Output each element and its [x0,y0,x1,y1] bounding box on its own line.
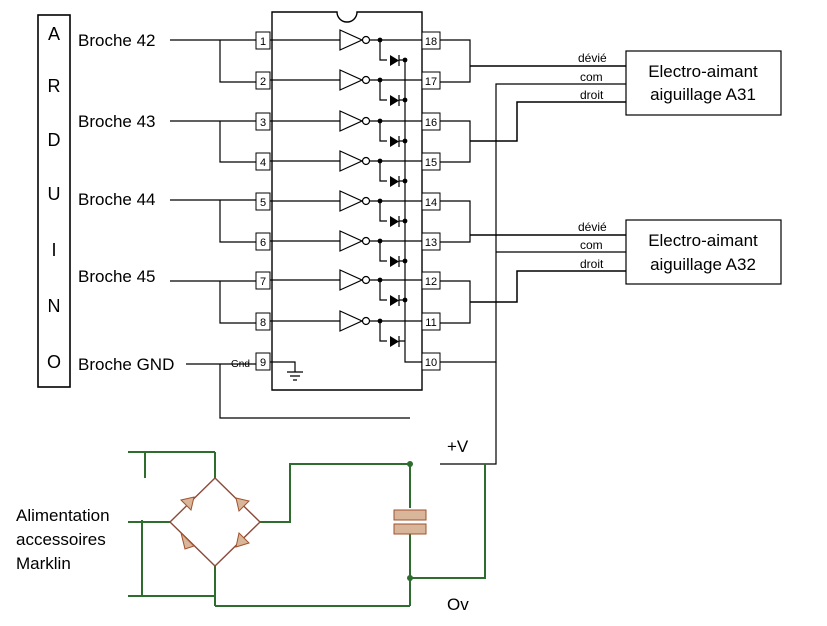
buffer-triangle-icon [339,29,364,51]
electro-aimant-line1: Electro-aimant [648,231,758,250]
electro-aimant-a31: Electro-aimant aiguillage A31 dévié com … [578,50,782,116]
arduino-box [37,14,71,388]
pin-10: 10 [425,357,437,369]
wire-droit-label: droit [580,257,604,271]
electro-aimant-line1: Electro-aimant [648,62,758,81]
broche-45-label: Broche 45 [78,267,156,286]
buffer-triangle-icon [339,190,364,212]
inverter-stage [270,69,422,106]
power-supply: Alimentation accessoires Marklin [16,437,486,614]
wire-com-label: com [580,238,603,252]
electro-aimant-a32: Electro-aimant aiguillage A32 dévié com … [578,219,782,285]
pin-11: 11 [425,317,436,329]
electro-aimant-box [625,219,782,285]
bridge-rectifier [168,477,262,567]
wire-devie-label: dévié [578,220,607,234]
bridge-diode-icon [180,496,250,550]
pin-17: 17 [425,76,437,88]
inverter-stage [270,310,422,347]
right-pins: 18 17 16 15 14 13 12 11 10 [421,31,441,371]
diode-icon [390,136,399,147]
buffer-triangle-icon [339,150,364,172]
electro-aimant-line2: aiguillage A31 [650,85,756,104]
inverter-stage [270,150,422,187]
pin-7: 7 [260,276,266,288]
wire-com-label: com [580,70,603,84]
broche-gnd-label: Broche GND [78,355,174,374]
inverter-stage [270,110,422,147]
diode-icon [390,295,399,306]
pin-15: 15 [425,157,437,169]
buffer-triangle-icon [339,110,364,132]
broche-44-label: Broche 44 [78,190,156,209]
arduino-letter: O [47,352,61,372]
wire-droit-label: droit [580,88,604,102]
chip-body [271,11,423,391]
pin-6: 6 [260,237,266,249]
pin-12: 12 [425,276,437,288]
arduino-block: A R D U I N O [37,14,71,388]
left-pins: 1 2 3 4 5 6 7 8 9 [255,31,271,371]
zero-v-label: Ov [447,595,469,614]
supply-label-line3: Marklin [16,554,71,573]
diode-icon [390,256,399,267]
diode-icon [390,55,399,66]
inverter-stage [270,190,422,227]
diode-icon [390,216,399,227]
pin-14: 14 [425,197,437,209]
broche-42-label: Broche 42 [78,31,156,50]
wire-devie-label: dévié [578,51,607,65]
diode-icon [390,336,399,347]
pin-1: 1 [260,36,266,48]
uln2803-chip [271,11,423,391]
pin-18: 18 [425,36,437,48]
output-wires [440,39,626,465]
buffer-triangle-icon [339,69,364,91]
pin-13: 13 [425,237,437,249]
arduino-letter: U [48,184,61,204]
diode-icon [390,176,399,187]
electro-aimant-line2: aiguillage A32 [650,255,756,274]
pin-9: 9 [260,357,266,369]
gnd-label: Gnd [231,359,250,370]
arduino-letter: D [48,130,61,150]
inverter-stage [270,29,422,66]
arduino-letter: I [51,240,56,260]
supply-label-line1: Alimentation [16,506,110,525]
supply-label-line2: accessoires [16,530,106,549]
pin-16: 16 [425,117,437,129]
inverter-stage [270,269,422,306]
arduino-letter: A [48,24,60,44]
capacitor-icon [393,509,427,535]
arduino-letter: N [48,296,61,316]
inverter-stage [270,230,422,267]
pin-3: 3 [260,117,266,129]
electro-aimant-box [625,50,782,116]
pin-2: 2 [260,76,266,88]
buffer-triangle-icon [339,310,364,332]
pin-8: 8 [260,317,266,329]
ground-icon [270,361,303,381]
input-wires [170,39,410,419]
diode-common-bus [404,60,422,363]
broche-43-label: Broche 43 [78,112,156,131]
arduino-letter: R [48,76,61,96]
buffer-triangle-icon [339,269,364,291]
pin-4: 4 [260,157,266,169]
diode-icon [390,95,399,106]
buffer-triangle-icon [339,230,364,252]
plus-v-label: +V [447,437,469,456]
pin-5: 5 [260,197,266,209]
